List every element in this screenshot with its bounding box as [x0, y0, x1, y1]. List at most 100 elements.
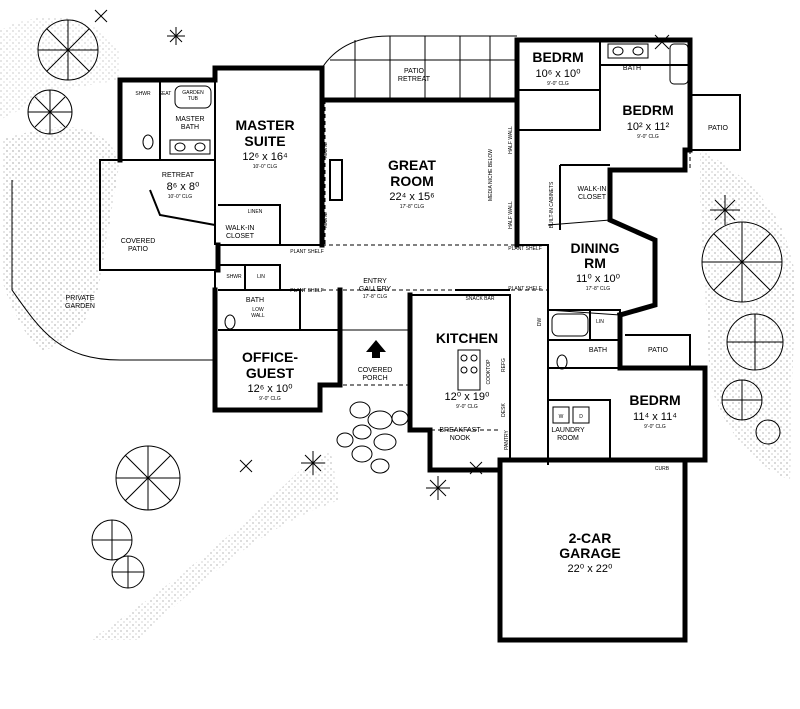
sink-icon	[169, 139, 211, 155]
bathtub-icon	[551, 313, 589, 337]
office-guest-clg: 9'-0" CLG	[259, 396, 281, 402]
lin-right-label: LIN	[596, 319, 604, 325]
bedrm-3-name: BEDRM	[629, 392, 680, 408]
trees	[27, 9, 784, 589]
laundry-room-label-2: ROOM	[557, 435, 579, 442]
covered-porch-label-1: COVERED	[358, 367, 393, 374]
shrub-icon	[94, 9, 108, 23]
dashed-lines	[99, 99, 691, 431]
fireplace-icon	[329, 159, 343, 201]
labels: PATIO RETREAT MASTER SUITE 12⁶ x 16⁴ 10'…	[65, 49, 729, 575]
master-suite-label-2: SUITE	[244, 133, 285, 149]
desk-label: DESK	[501, 403, 507, 417]
tree-icon	[37, 19, 99, 81]
entry-arrow-icon	[366, 340, 386, 358]
half-wall-bottom-label: HALF WALL	[508, 201, 514, 229]
master-suite-clg: 10'-0" CLG	[253, 164, 278, 170]
sink-icon	[607, 43, 649, 59]
low-wall-label-2: WALL	[251, 313, 265, 319]
private-garden-label-1: PRIVATE	[66, 295, 95, 302]
breakfast-nook-label-1: BREAKFAST	[439, 427, 481, 434]
office-guest-label-2: GUEST	[246, 365, 295, 381]
patio-retreat-label-1: PATIO	[404, 68, 425, 75]
kitchen-clg: 9'-0" CLG	[456, 404, 478, 410]
curb-label: CURB	[655, 466, 670, 472]
bath-mid-label: BATH	[246, 297, 264, 304]
bedrm-3-dims: 11⁴ x 11⁴	[633, 411, 677, 423]
patio-right-label: PATIO	[708, 125, 729, 132]
niche-right-label: NICHE	[323, 212, 329, 228]
private-garden-wall	[11, 180, 215, 361]
master-bath-label-2: BATH	[181, 124, 199, 131]
patio-retreat-label-2: RETREAT	[398, 76, 431, 83]
built-in-cabinets-label: BUILT-IN CABINETS	[549, 181, 555, 228]
bath-right-label: BATH	[589, 347, 607, 354]
bedrm-2-clg: 9'-0" CLG	[637, 134, 659, 140]
master-suite-dims: 12⁶ x 16⁴	[242, 151, 288, 163]
retreat-name: RETREAT	[162, 172, 195, 179]
cooktop-label: COOKTOP	[486, 359, 492, 385]
dryer-label: D	[579, 414, 583, 420]
tree-icon	[115, 445, 181, 511]
tree-icon	[755, 419, 781, 445]
office-guest-label-1: OFFICE-	[242, 349, 298, 365]
dining-rm-label-1: DINING	[571, 240, 620, 256]
plant-shelf-left2-label: PLANT SHELF	[290, 288, 324, 294]
shrub-icon	[426, 476, 450, 500]
kitchen-name: KITCHEN	[436, 330, 498, 346]
range-icon	[457, 349, 481, 391]
tree-icon	[111, 555, 145, 589]
tree-icon	[91, 519, 133, 561]
niche-left-label: NICHE	[323, 142, 329, 158]
garden-tub-label-2: TUB	[188, 96, 199, 102]
retreat-dims: 8⁶ x 8⁰	[167, 181, 200, 193]
walkin-closet-master-1: WALK-IN	[226, 225, 255, 232]
shrub-icon	[301, 451, 325, 475]
great-room-dims: 22⁴ x 15⁶	[389, 191, 434, 203]
master-bath-label-1: MASTER	[175, 116, 204, 123]
plant-shelf-right2-label: PLANT SHELF	[508, 286, 542, 292]
seat-label: SEAT	[159, 91, 172, 97]
half-wall-top-label: HALF WALL	[508, 126, 514, 154]
bedrm-3-clg: 9'-0" CLG	[644, 424, 666, 430]
shrub-icon	[167, 27, 185, 45]
private-garden-label-2: GARDEN	[65, 303, 95, 310]
snack-bar-label: SNACK BAR	[466, 296, 495, 302]
patio-lower-label: PATIO	[648, 347, 669, 354]
dw-label: DW	[537, 318, 543, 327]
tree-icon	[721, 379, 763, 421]
tree-icon	[726, 313, 784, 371]
shrub-icon	[710, 195, 740, 225]
retreat-clg: 10'-0" CLG	[168, 194, 193, 200]
great-room-clg: 17'-8" CLG	[400, 204, 425, 210]
bedrm-1-clg: 9'-0" CLG	[547, 81, 569, 87]
stepping-stones	[336, 401, 409, 474]
dining-rm-dims: 11⁰ x 10⁰	[576, 273, 621, 285]
bedrm-1-name: BEDRM	[532, 49, 583, 65]
pantry-label: PANTRY	[504, 429, 510, 449]
bedrm-2-dims: 10² x 11²	[627, 121, 670, 133]
laundry-room-label-1: LAUNDRY	[551, 427, 585, 434]
tree-icon	[701, 221, 783, 303]
garden-tub-label-1: GARDEN	[182, 90, 204, 96]
toilet-icon	[224, 314, 236, 330]
shwr-mid-label: SHWR	[226, 274, 242, 280]
garage-dims: 22⁰ x 22⁰	[568, 563, 613, 575]
linen-label: LINEN	[248, 209, 263, 215]
garage-label-2: GARAGE	[559, 545, 620, 561]
bedrm-1-dims: 10⁶ x 10⁰	[535, 68, 581, 80]
dining-rm-label-2: RM	[584, 255, 606, 271]
bedrm-2-name: BEDRM	[622, 102, 673, 118]
toilet-icon	[556, 354, 568, 370]
master-suite-label-1: MASTER	[235, 117, 294, 133]
walkin-closet-master-2: CLOSET	[226, 233, 255, 240]
plant-shelf-left-label: PLANT SHELF	[290, 249, 324, 255]
refg-label: REFG	[501, 358, 507, 372]
toilet-icon	[142, 134, 154, 150]
walkin-closet-right-1: WALK-IN	[578, 186, 607, 193]
covered-porch-label-2: PORCH	[362, 375, 387, 382]
entry-gallery-clg: 17'-8" CLG	[363, 294, 388, 300]
entry-gallery-label-1: ENTRY	[363, 278, 387, 285]
covered-patio-label-1: COVERED	[121, 238, 156, 245]
great-room-label-2: ROOM	[390, 173, 434, 189]
